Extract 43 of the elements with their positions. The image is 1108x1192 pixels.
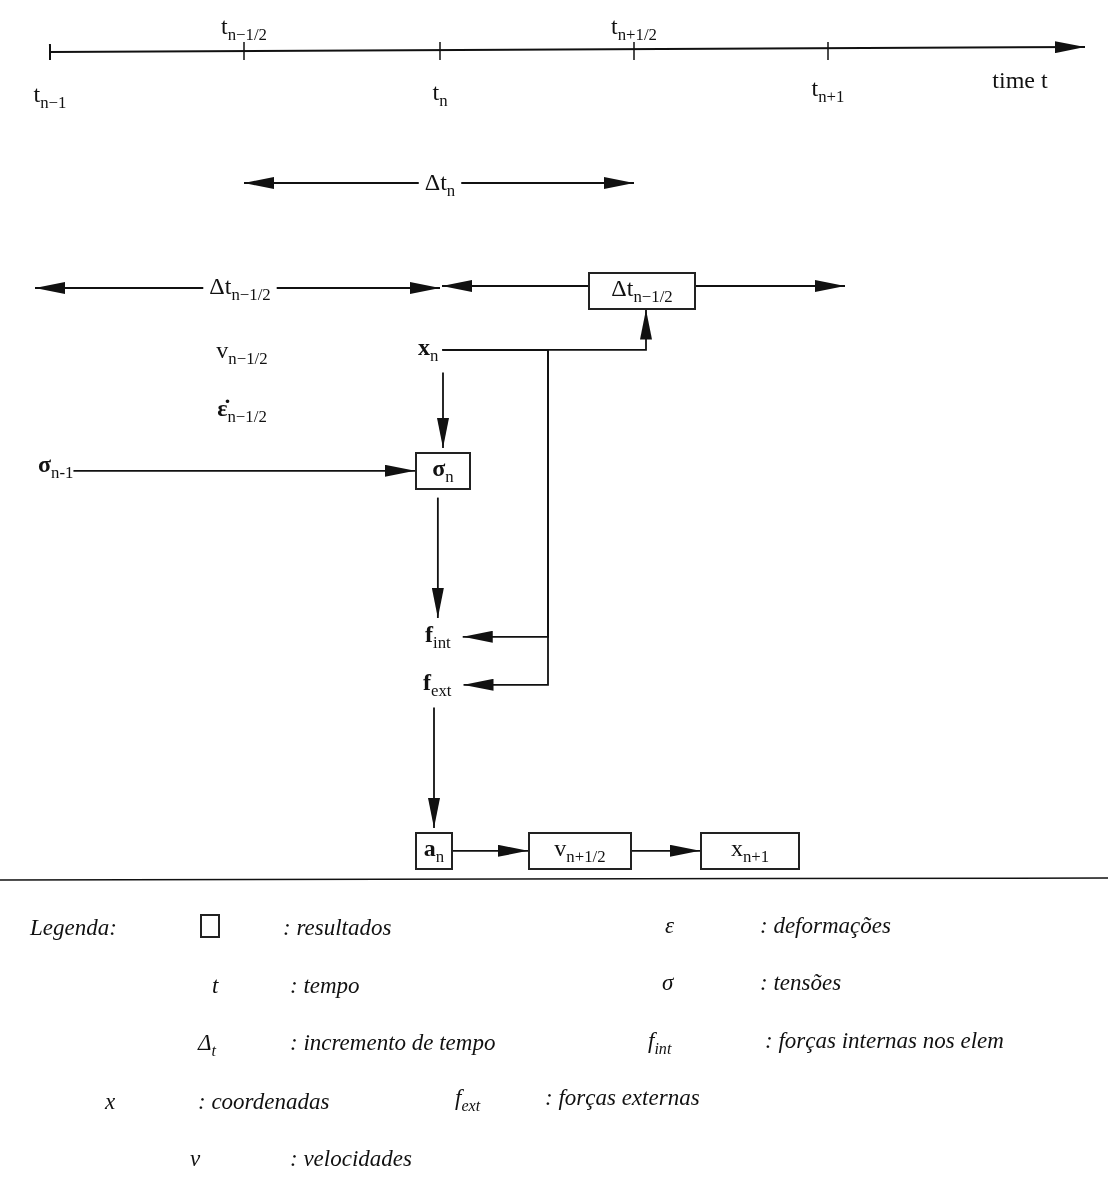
- legend-text: t: [212, 974, 219, 997]
- symbol-label: t$_{n−1/2}$: [221, 14, 267, 44]
- result-box: Δt$_{n−1/2}$: [588, 272, 696, 310]
- symbol-label: t$_{n+1}$: [811, 76, 845, 106]
- legend-text: : deformações: [760, 914, 891, 937]
- arrow: [72, 464, 416, 477]
- symbol-label: time t: [992, 68, 1048, 92]
- symbol-label: t$_{n}$: [432, 80, 448, 110]
- symbol-label: t$_{n−1}$: [33, 82, 67, 112]
- legend-text: : incremento de tempo: [290, 1031, 496, 1054]
- legend-text: Legenda:: [30, 916, 117, 939]
- arrow: [428, 706, 440, 829]
- legend-text: : tensões: [760, 971, 842, 994]
- arrow: [431, 496, 444, 619]
- legend-text: v: [190, 1147, 201, 1170]
- legend-text: : coordenadas: [198, 1090, 330, 1113]
- legend-text: f$_{int}$: [648, 1029, 672, 1057]
- symbol-label: t$_{n+1/2}$: [611, 14, 657, 44]
- arrow: [452, 844, 529, 857]
- result-box: a$_{n}$: [415, 832, 453, 870]
- legend-text: : forças internas nos elem: [765, 1029, 1004, 1052]
- arrow: [631, 844, 701, 857]
- arrow: [437, 371, 449, 449]
- legend-text: x: [105, 1090, 116, 1113]
- legend-text: ε: [665, 914, 675, 937]
- legend-text: f$_{ext}$: [455, 1086, 481, 1114]
- symbol-label: Δt$_{n}$: [424, 170, 456, 200]
- result-box: σ$_{n}$: [415, 452, 471, 490]
- symbol-text: f$_{int}$: [425, 622, 451, 652]
- legend-text: : tempo: [290, 974, 360, 997]
- legend-text: : resultados: [283, 916, 392, 939]
- legend-text: Δ$_{t}$: [198, 1031, 216, 1059]
- symbol-text: f$_{ext}$: [423, 670, 452, 700]
- symbol-text: x$_{n}$: [418, 335, 439, 365]
- symbol-text: σ$_{n-1}$: [38, 452, 74, 482]
- legend-text: : forças externas: [545, 1086, 700, 1109]
- symbol-label: v$_{n−1/2}$: [216, 338, 268, 368]
- result-box: v$_{n+1/2}$: [528, 832, 632, 870]
- symbol-label: ε̇$_{n−1/2}$: [217, 396, 267, 426]
- result-box: x$_{n+1}$: [700, 832, 800, 870]
- symbol-label: Δt$_{n−1/2}$: [209, 274, 271, 304]
- legend-text: σ: [662, 971, 674, 994]
- legend-text: : velocidades: [290, 1147, 412, 1170]
